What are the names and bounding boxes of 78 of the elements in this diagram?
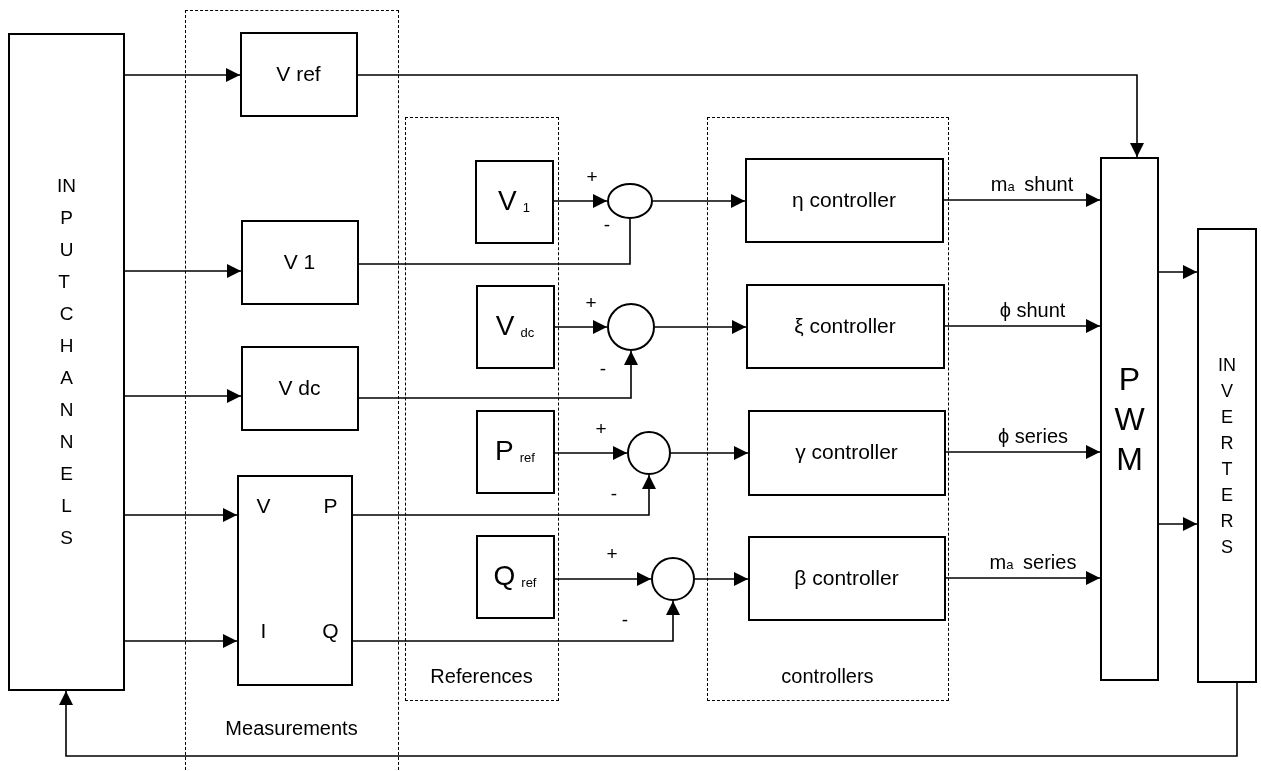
block-label: P$_{ref}$ (495, 435, 535, 468)
controller-box (745, 283, 945, 369)
block-label: V 1 (283, 249, 316, 275)
arrow (945, 445, 1101, 459)
arrow (694, 572, 749, 586)
block-box (239, 31, 358, 117)
arrow (944, 319, 1101, 333)
measurement-box (236, 474, 353, 686)
summing-junction (607, 303, 655, 351)
block-label: V dc (278, 375, 321, 401)
sign-label: + (586, 166, 598, 186)
vertical-label: PWM (1113, 360, 1146, 479)
block-box (475, 534, 555, 619)
block-label: ξ controller (794, 313, 896, 339)
sign-label: - (603, 214, 611, 234)
arrow (1158, 517, 1198, 531)
sign-label: + (595, 418, 607, 438)
arrow (554, 320, 608, 334)
controller-box (747, 535, 946, 621)
arrow (358, 350, 638, 399)
block-label: η controller (792, 187, 896, 213)
sign-label: - (621, 609, 629, 629)
arrow (357, 74, 1144, 158)
arrow (124, 264, 242, 278)
sign-label: - (610, 483, 618, 503)
dashed-group (405, 117, 559, 701)
arrow (59, 682, 1238, 757)
arrow (670, 446, 749, 460)
controller-box (744, 157, 944, 243)
sign-label: + (585, 292, 597, 312)
arrow (943, 193, 1101, 207)
sign-label: - (599, 358, 607, 378)
group-label: controllers (781, 665, 874, 688)
block-box (475, 284, 555, 369)
arrow (352, 474, 656, 516)
block-label: Q$_{ref}$ (493, 560, 537, 593)
arrow (124, 508, 238, 522)
block-label: V$_{dc}$ (495, 310, 535, 343)
arrow (554, 572, 652, 586)
group-label: References (430, 665, 533, 688)
summing-junction (651, 557, 695, 601)
arrow (652, 194, 746, 208)
block-label: γ controller (795, 440, 898, 465)
arrow (352, 600, 680, 642)
pwm-box (1100, 157, 1159, 681)
arrow (124, 389, 242, 403)
block-box (475, 409, 555, 494)
signal-label: I (260, 619, 267, 644)
block-box (240, 219, 359, 305)
input-channels-box (8, 33, 125, 691)
edge-label: ϕ series (995, 425, 1071, 447)
signal-label: P (323, 494, 338, 519)
controller-box (747, 409, 946, 496)
arrow (654, 320, 747, 334)
vertical-label: INPUT CHANNELS (57, 174, 76, 550)
arrow (945, 571, 1101, 585)
signal-label: Q (322, 619, 339, 644)
sign-label: + (606, 543, 618, 563)
edge-label: ϕ shunt (997, 299, 1068, 321)
connector-line (358, 218, 631, 265)
arrow (124, 634, 238, 648)
dashed-group (707, 117, 949, 701)
arrow (1158, 265, 1198, 279)
summing-junction (607, 183, 653, 219)
block-box (240, 345, 359, 431)
dashed-group (185, 10, 399, 771)
arrow (124, 68, 241, 82)
inverters-box (1197, 228, 1257, 683)
arrow (553, 194, 608, 208)
block-box (474, 159, 554, 244)
block-label: V$_{1}$ (498, 185, 530, 218)
vertical-label: INVERTERS (1218, 353, 1236, 559)
block-label: β controller (794, 565, 899, 591)
arrow (554, 446, 628, 460)
block-label: V ref (276, 61, 321, 87)
group-label: Measurements (225, 717, 358, 740)
signal-label: V (256, 494, 271, 519)
summing-junction (627, 431, 671, 475)
